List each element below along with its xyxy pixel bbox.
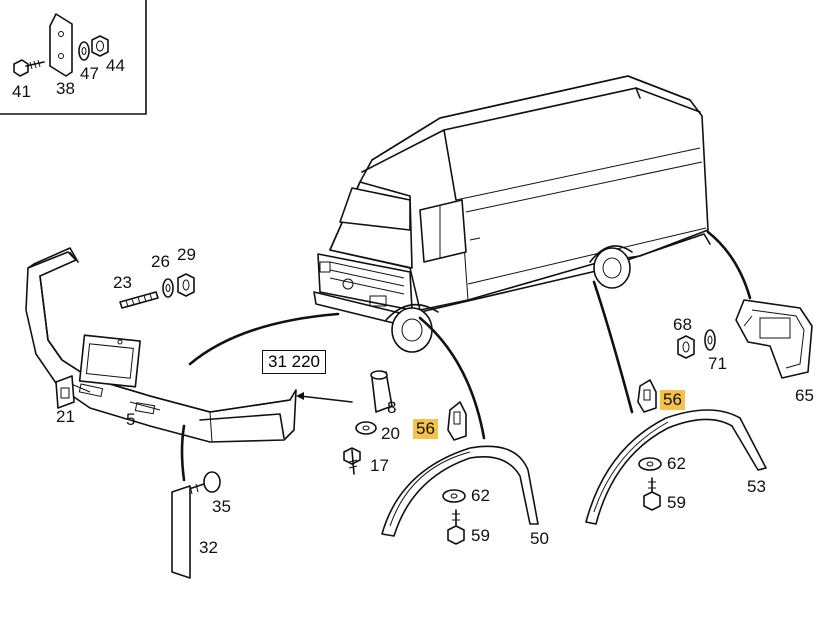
washer-71-drawing (704, 329, 716, 351)
sleeve-8-drawing (370, 370, 393, 413)
washer-47-drawing (78, 41, 90, 61)
washer-62b-drawing (638, 457, 662, 471)
callout-68: 68 (673, 315, 692, 334)
mudflap-32-drawing (171, 485, 191, 579)
callout-62-left: 62 (471, 486, 490, 505)
screw-59b-drawing (643, 477, 661, 511)
callout-32: 32 (199, 538, 218, 557)
bracket-21-drawing (55, 375, 75, 409)
washer-20-drawing (355, 421, 377, 435)
clip-56-right-drawing (637, 379, 657, 413)
nut-29-drawing (177, 273, 195, 297)
inset-frame (0, 0, 147, 115)
leader-lines (180, 230, 752, 482)
screw-59a-drawing (447, 509, 465, 545)
callout-59-left: 59 (471, 526, 490, 545)
callout-56-left: 56 (413, 419, 438, 439)
callout-59-right: 59 (667, 493, 686, 512)
callout-41: 41 (12, 82, 31, 101)
nut-44-drawing (91, 35, 109, 57)
callout-65: 65 (795, 386, 814, 405)
bumper-5-drawing (25, 247, 297, 443)
callout-5: 5 (126, 410, 136, 429)
callout-50: 50 (530, 529, 549, 548)
plate-38-drawing (49, 13, 73, 77)
nut-68-drawing (677, 335, 695, 359)
wheel-arch-53-drawing (585, 409, 767, 525)
washer-62a-drawing (442, 489, 466, 503)
corner-cap-65-drawing (735, 299, 813, 379)
callout-56-right: 56 (660, 390, 685, 410)
clip-56-left-drawing (447, 401, 467, 441)
callout-62-right: 62 (667, 454, 686, 473)
bolt-41-drawing (13, 59, 45, 77)
callout-29: 29 (177, 245, 196, 264)
screw-17-drawing (343, 447, 361, 475)
callout-23: 23 (113, 273, 132, 292)
callout-21: 21 (56, 407, 75, 426)
bolt-23-drawing (119, 291, 159, 309)
callout-35: 35 (212, 497, 231, 516)
callout-17: 17 (370, 456, 389, 475)
callout-20: 20 (381, 424, 400, 443)
callout-53: 53 (747, 477, 766, 496)
wheel-arch-50-drawing (381, 445, 539, 537)
washer-26-drawing (162, 278, 174, 298)
callout-38: 38 (56, 79, 75, 98)
callout-8: 8 (387, 398, 397, 417)
bolt-35-drawing (185, 471, 221, 495)
callout-44: 44 (106, 56, 125, 75)
van-drawing (313, 75, 711, 353)
callout-71: 71 (708, 354, 727, 373)
callout-26: 26 (151, 252, 170, 271)
callout-47: 47 (80, 64, 99, 83)
reference-box: 31 220 (262, 350, 326, 374)
